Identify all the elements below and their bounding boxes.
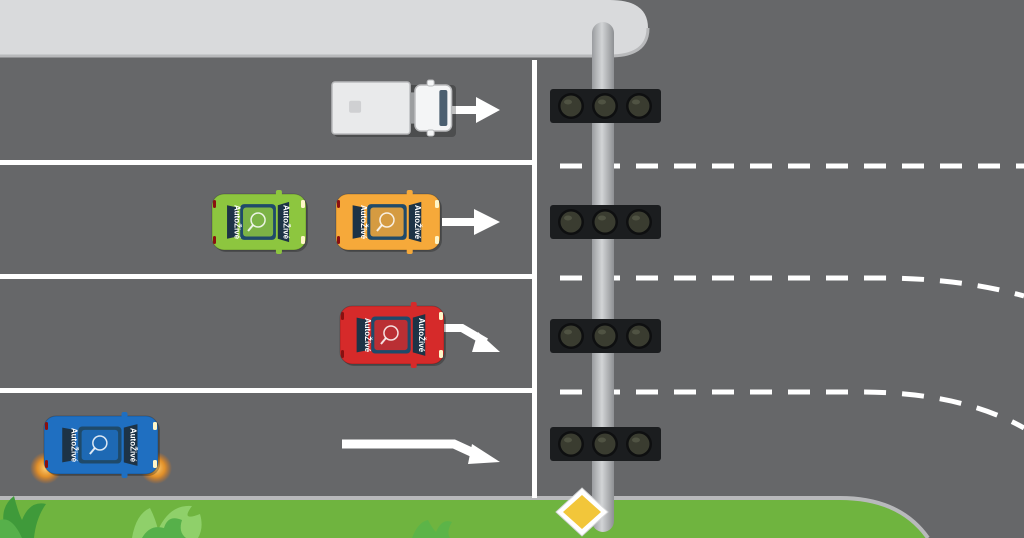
brand-lettering-front: AutoŽivé	[413, 205, 422, 240]
magnifier-logo-icon	[383, 325, 399, 341]
brand-lettering-rear: AutoŽivé	[69, 428, 78, 463]
traffic-light-pole	[592, 22, 614, 532]
green-car: AutoŽivé AutoŽivé	[211, 190, 308, 254]
traffic-light-lane-3	[550, 319, 661, 353]
brand-lettering-rear: AutoŽivé	[359, 205, 368, 240]
top-sidewalk	[0, 0, 650, 58]
plants	[0, 496, 452, 538]
brand-lettering-rear: AutoŽivé	[363, 318, 372, 353]
traffic-light-lane-1	[550, 89, 661, 123]
brand-lettering-front: AutoŽivé	[417, 318, 426, 353]
arrow-right-lane-3	[442, 324, 500, 352]
magnifier-logo-icon	[379, 212, 395, 228]
magnifier-logo-icon	[92, 435, 108, 451]
truck-cargo-box	[331, 81, 411, 135]
lane-arrows	[342, 97, 500, 464]
brand-lettering-rear: AutoŽivé	[233, 205, 242, 240]
traffic-light-lane-4	[550, 427, 661, 461]
brand-lettering-front: AutoŽivé	[129, 428, 138, 463]
stop-line	[532, 60, 537, 498]
red-car: AutoŽivé AutoŽivé	[339, 302, 446, 368]
truck	[331, 79, 456, 137]
bush-left	[0, 496, 46, 538]
dashed-lane-guides	[560, 163, 1024, 431]
priority-road-sign	[555, 487, 609, 537]
arrow-straight-lane-1	[452, 97, 500, 123]
lane-dividers	[0, 160, 532, 393]
orange-car: AutoŽivé AutoŽivé	[335, 190, 442, 254]
bottom-grass	[0, 496, 930, 538]
traffic-lights	[550, 89, 661, 461]
arrow-right-lane-4	[342, 439, 500, 464]
bush-middle	[132, 505, 202, 538]
bush-right	[412, 520, 452, 538]
traffic-light-lane-2	[550, 205, 661, 239]
brand-lettering-front: AutoŽivé	[281, 205, 290, 240]
magnifier-logo-icon	[250, 212, 266, 228]
arrow-straight-lane-2	[442, 209, 500, 235]
blue-car: AutoŽivé AutoŽivé	[30, 412, 172, 484]
